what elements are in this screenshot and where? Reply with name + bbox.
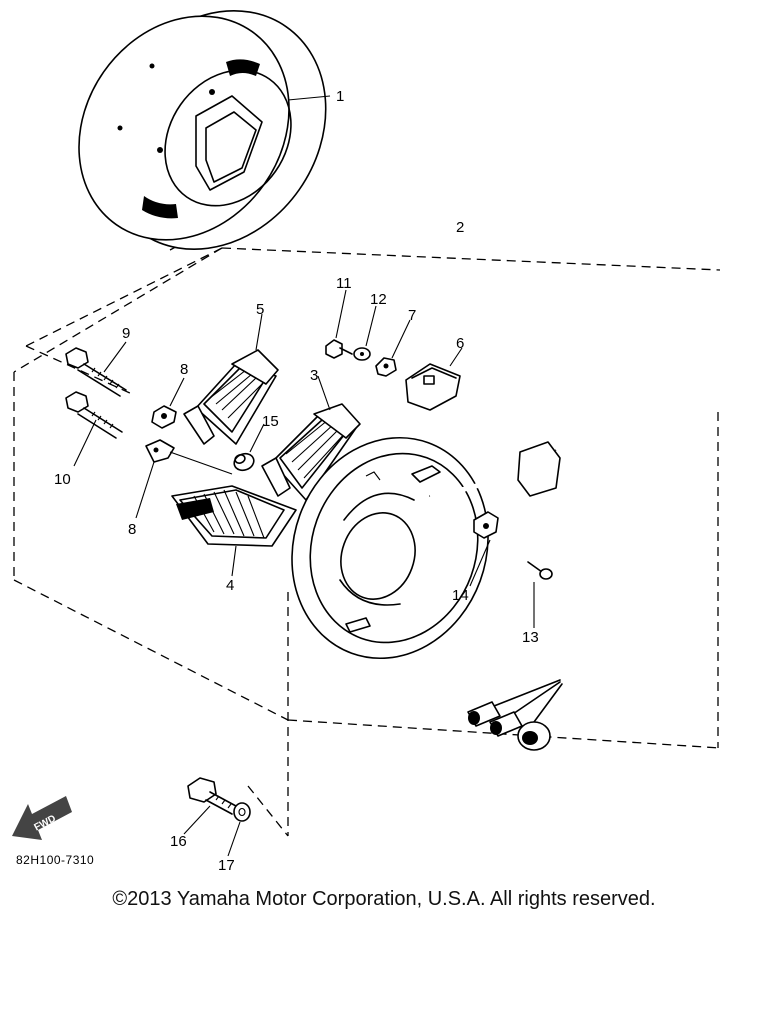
screw-11 — [325, 289, 353, 359]
bolt-10 — [65, 391, 123, 467]
callout-12: 12 — [370, 291, 387, 308]
callout-11: 11 — [336, 275, 352, 292]
fwd-arrow-icon: FWD — [12, 796, 72, 840]
callout-13: 13 — [522, 629, 539, 646]
pickup-6 — [405, 347, 463, 411]
bolt-9 — [65, 341, 127, 397]
callout-15: 15 — [262, 413, 279, 430]
callout-3: 3 — [310, 367, 318, 384]
callout-8-upper: 8 — [180, 361, 188, 378]
charge-coil-3 — [261, 375, 361, 501]
callout-9: 9 — [122, 325, 130, 342]
bolt-16 — [183, 777, 237, 835]
clamp-8-lower — [135, 439, 233, 519]
clamp-7 — [375, 319, 411, 377]
callout-4: 4 — [226, 577, 234, 594]
assembly-boundary — [13, 181, 721, 837]
bracket-8-upper — [151, 377, 185, 429]
source-coil-5 — [183, 313, 279, 445]
callout-7: 7 — [408, 307, 416, 324]
exploded-parts-diagram: 1 2 3 4 5 6 7 8 8 9 10 11 12 13 14 15 16… — [12, 9, 721, 874]
washer-12 — [353, 305, 377, 361]
rotor-flywheel — [78, 9, 331, 251]
callout-8-lower: 8 — [128, 521, 136, 538]
callout-labels: 1 2 3 4 5 6 7 8 8 9 10 11 12 13 14 15 16… — [54, 88, 539, 874]
callout-1: 1 — [336, 88, 344, 105]
copyright-notice: ©2013 Yamaha Motor Corporation, U.S.A. A… — [112, 888, 656, 910]
washer-17 — [227, 802, 251, 857]
callout-6: 6 — [456, 335, 464, 352]
collar-15 — [233, 423, 265, 472]
callout-2: 2 — [456, 219, 464, 236]
wire-harness — [429, 424, 672, 723]
lighting-coil-4 — [171, 485, 297, 577]
harness-connectors — [467, 701, 551, 751]
drawing-code: 82H100-7310 — [16, 853, 94, 867]
screw-13 — [527, 561, 553, 628]
callout-10: 10 — [54, 471, 71, 488]
callout-14: 14 — [452, 587, 469, 604]
callout-5: 5 — [256, 301, 264, 318]
callout-17: 17 — [218, 857, 235, 874]
callout-16: 16 — [170, 833, 187, 850]
